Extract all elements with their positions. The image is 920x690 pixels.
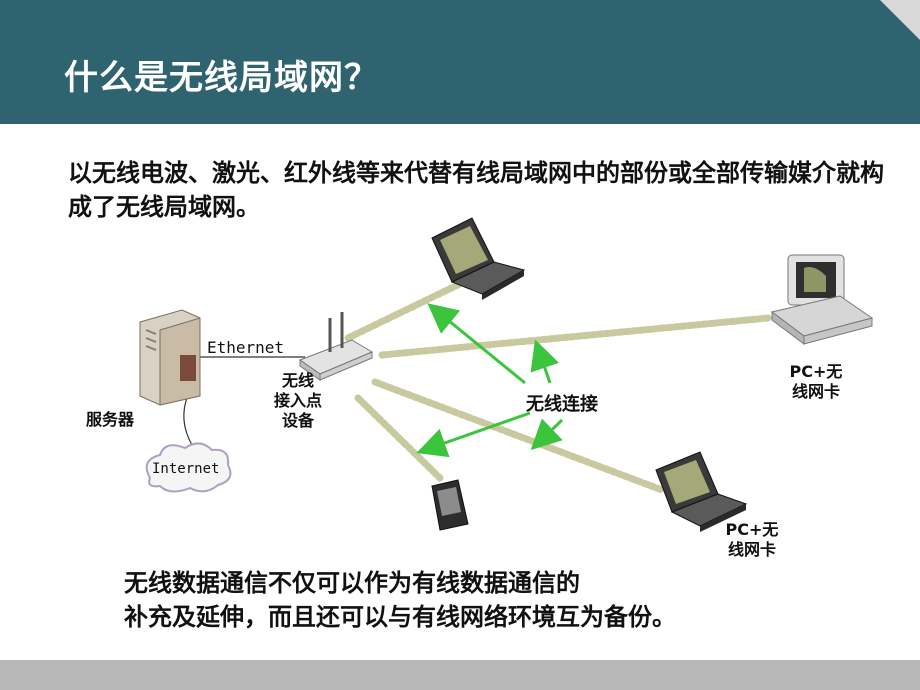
pda-icon [431,479,469,531]
internet-label: Internet [152,461,220,477]
internet-cloud-icon [145,442,232,493]
desktop-pc-icon [770,254,874,345]
server-label: 服务器 [86,410,135,429]
ap-label: 无线 接入点 设备 [264,371,332,431]
wireless-signals [344,276,772,494]
signal-to-pda [354,394,444,482]
pc-label-bottom-line2: 线网卡 [727,540,776,559]
ethernet-label: Ethernet [207,338,285,357]
title-bar [0,0,920,124]
ap-label-line2: 接入点 [273,391,322,410]
pc-label-bottom-line1: PC+无 [725,520,779,539]
pc-label-top-line2: 线网卡 [791,382,840,401]
wireless-connection-label: 无线连接 [526,394,598,415]
slide-title: 什么是无线局域网？ [64,58,379,98]
intro-text: 以无线电波、激光、红外线等来代替有线局域网中的部份或全部传输媒介就构成了无线局域… [68,159,884,221]
server-icon [139,309,201,406]
signal-to-laptop-top [344,276,472,342]
signal-to-laptop-bottom [371,378,666,494]
corner-accent [880,0,920,40]
footer-line1: 无线数据通信不仅可以作为有线数据通信的 [124,569,580,597]
arrow-right [530,339,559,384]
bottom-bar [0,660,920,690]
access-point-icon [298,312,374,381]
footer-text: 无线数据通信不仅可以作为有线数据通信的 补充及延伸，而且还可以与有线网络环境互为… [124,566,884,634]
arrow-down-left [416,411,531,458]
arrow-top [427,303,526,385]
laptop-bottom-icon [655,451,748,532]
internet-link [183,394,193,446]
pc-label-bottom: PC+无 线网卡 [718,520,786,560]
wireless-arrows [416,303,564,458]
pc-label-top: PC+无 线网卡 [782,362,850,402]
footer-line2: 补充及延伸，而且还可以与有线网络环境互为备份。 [124,603,676,631]
ap-label-line3: 设备 [281,411,314,430]
signal-to-pc-right [378,314,772,359]
ap-label-line1: 无线 [281,371,314,390]
pc-label-top-line1: PC+无 [789,362,843,381]
laptop-top-icon [431,217,526,300]
arrow-down-right [530,418,564,451]
